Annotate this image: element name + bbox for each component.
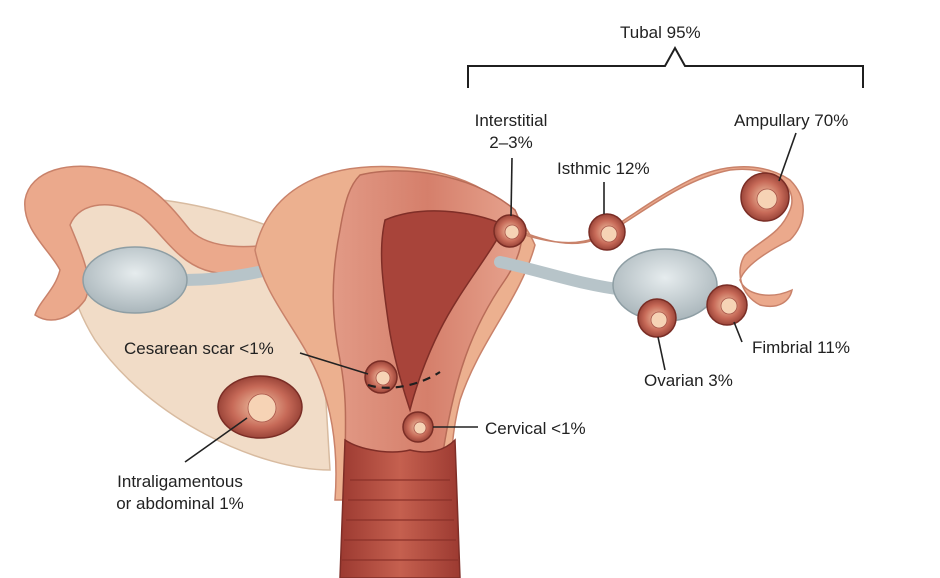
cesarean-scar-line <box>367 371 441 389</box>
cervical-rugae <box>342 479 458 561</box>
intraligamentous-line-1: Intraligamentous <box>117 472 243 491</box>
interstitial-label: Interstitial 2–3% <box>466 110 556 154</box>
uterine-cavity <box>380 210 507 413</box>
ovarian-label: Ovarian 3% <box>644 371 733 390</box>
leader-lines <box>184 132 797 463</box>
fimbrial-label: Fimbrial 11% <box>752 338 850 357</box>
intraligamentous-label: Intraligamentous or abdominal 1% <box>95 471 265 515</box>
interstitial-name: Interstitial <box>474 111 548 130</box>
left-ovary <box>82 246 188 314</box>
tubal-bracket <box>467 45 864 88</box>
cervical-label: Cervical <1% <box>485 419 586 438</box>
right-ovarian-ligament <box>494 256 631 296</box>
intraligamentous-line-2: or abdominal 1% <box>116 494 244 513</box>
right-fallopian-tube <box>509 166 804 307</box>
isthmic-label: Isthmic 12% <box>557 159 650 178</box>
cervix <box>339 438 461 578</box>
left-fallopian-tube <box>24 165 306 321</box>
pregnancy-sites <box>217 172 790 443</box>
tubal-total-label: Tubal 95% <box>620 23 701 42</box>
interstitial-percentage: 2–3% <box>489 133 533 152</box>
ampullary-label: Ampullary 70% <box>734 111 849 130</box>
cesarean-scar-label: Cesarean scar <1% <box>124 339 274 358</box>
